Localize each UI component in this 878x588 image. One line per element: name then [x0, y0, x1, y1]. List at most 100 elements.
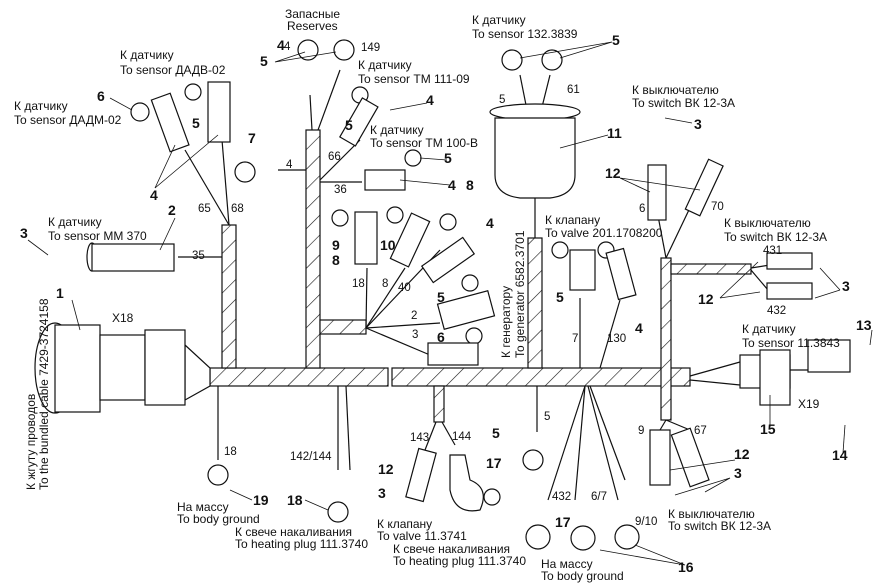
wire-number: 432: [552, 491, 571, 503]
labels: Запасные Reserves К датчику To sensor 13…: [14, 7, 840, 583]
callout: 1: [56, 285, 64, 301]
callout: 8: [466, 177, 474, 193]
callout: 12: [698, 291, 714, 307]
callout: 2: [168, 202, 176, 218]
wire-number: 18: [352, 278, 365, 290]
sensor-132-3839: [489, 103, 581, 199]
wire-number: 61: [567, 84, 580, 96]
callout: 17: [555, 514, 571, 530]
branch-heating: [433, 385, 445, 423]
wire-number: 6/7: [591, 491, 607, 503]
wire-number: 65: [198, 203, 211, 215]
leader-lines: [27, 41, 873, 566]
label-ground-right-ru: На массу: [541, 557, 593, 571]
callout: 6: [437, 329, 445, 345]
connector-x19-label: X19: [798, 397, 820, 411]
label-sensor-mm370-en: To sensor ММ 370: [48, 229, 147, 243]
wire-number: 143: [410, 432, 429, 444]
wire-number: 40: [398, 282, 411, 294]
callout: 12: [605, 165, 621, 181]
callout: 3: [378, 485, 386, 501]
ring-terminals: [130, 39, 640, 551]
branch-sensor-mm370: [221, 224, 237, 369]
label-ground-left-ru: На массу: [177, 500, 229, 514]
label-valve-201-en: To valve 201.1708200: [545, 226, 663, 240]
branch-switch: [660, 257, 672, 421]
wires: [178, 69, 820, 501]
label-sensor-dadv-ru: К датчику: [120, 48, 174, 62]
callout: 12: [378, 461, 394, 477]
callout: 5: [444, 150, 452, 166]
label-reserves-ru: Запасные: [285, 7, 340, 21]
callout: 19: [253, 492, 269, 508]
callout: 3: [20, 225, 28, 241]
callout: 10: [380, 237, 396, 253]
wire-number: 7: [572, 333, 578, 345]
wire-number: 149: [361, 42, 380, 54]
connector-x18: [34, 322, 186, 414]
callout: 4: [150, 187, 158, 203]
callout: 4: [635, 320, 643, 336]
branch-generator: [527, 237, 543, 369]
label-sensor-11-3843-ru: К датчику: [742, 322, 796, 336]
main-bundle-right: [391, 367, 691, 387]
callout: 4: [277, 37, 285, 53]
label-sensor-dadv-en: To sensor ДАДВ-02: [120, 63, 226, 77]
label-valve-11-ru: К клапану: [377, 517, 432, 531]
callout: 3: [842, 278, 850, 294]
callout: 14: [832, 447, 848, 463]
label-generator-ru: К генератору: [499, 286, 513, 358]
label-sensor-132-en: To sensor 132.3839: [472, 27, 578, 41]
label-sensor-mm370-ru: К датчику: [48, 215, 102, 229]
label-switch-bottom-ru: К выключателю: [668, 507, 755, 521]
wire-number: 432: [767, 305, 786, 317]
wire-number: 5: [499, 94, 505, 106]
callout: 16: [678, 559, 694, 575]
callout: 5: [437, 289, 445, 305]
wire-number: 70: [711, 201, 724, 213]
wire-number: 144: [452, 431, 472, 443]
wire-number: 130: [607, 333, 626, 345]
label-sensor-tm111-en: To sensor ТМ 111-09: [358, 72, 470, 86]
wire-number: 3: [412, 329, 418, 341]
wire-number: 9/10: [635, 516, 657, 528]
wire-number: 4: [284, 41, 291, 53]
label-switch-top-ru: К выключателю: [632, 83, 719, 97]
label-valve-11-en: To valve 11.3741: [377, 529, 467, 543]
callout: 4: [448, 177, 456, 193]
wire-number: 2: [411, 310, 417, 322]
boots-and-sleeves: [150, 81, 813, 512]
callout: 5: [612, 32, 620, 48]
part-callouts: 1 2 3 4 4 5 5 6 7 4 5 5 4 8 9 8 10 4 5 6…: [20, 32, 872, 575]
label-switch-right-ru: К выключателю: [724, 216, 811, 230]
label-switch-top-en: To switch ВК 12-3А: [632, 96, 735, 110]
wire-number: 9: [638, 425, 644, 437]
label-valve-201-ru: К клапану: [545, 213, 600, 227]
wire-number: 142/144: [290, 451, 332, 463]
branch-inner: [319, 319, 367, 335]
callout: 7: [248, 130, 256, 146]
label-sensor-11-3843-en: To sensor 11.3843: [742, 336, 840, 350]
wire-number: 431: [763, 245, 782, 257]
label-heating-plug-1-en: To heating plug 111.3740: [235, 537, 368, 551]
callout: 5: [192, 115, 200, 131]
label-switch-right-en: To switch ВК 12-3А: [724, 230, 827, 244]
label-heating-plug-1-ru: К свече накаливания: [235, 525, 352, 539]
label-sensor-tm111-ru: К датчику: [358, 58, 412, 72]
callout: 8: [332, 252, 340, 268]
branch-reserves: [305, 129, 321, 369]
label-generator-en: To generator 6582.3701: [513, 230, 527, 358]
label-reserves-en: Reserves: [287, 19, 338, 33]
callout: 6: [97, 88, 105, 104]
callout: 11: [607, 125, 622, 141]
label-sensor-tm100-ru: К датчику: [370, 123, 424, 137]
main-bundle: [209, 367, 389, 387]
callout: 5: [345, 117, 353, 133]
label-heating-plug-2-en: To heating plug 111.3740: [393, 554, 526, 568]
wire-number: 36: [334, 184, 347, 196]
bundle-taper: [184, 343, 211, 402]
label-heating-plug-2-ru: К свече накаливания: [393, 542, 510, 556]
callout: 9: [332, 237, 340, 253]
